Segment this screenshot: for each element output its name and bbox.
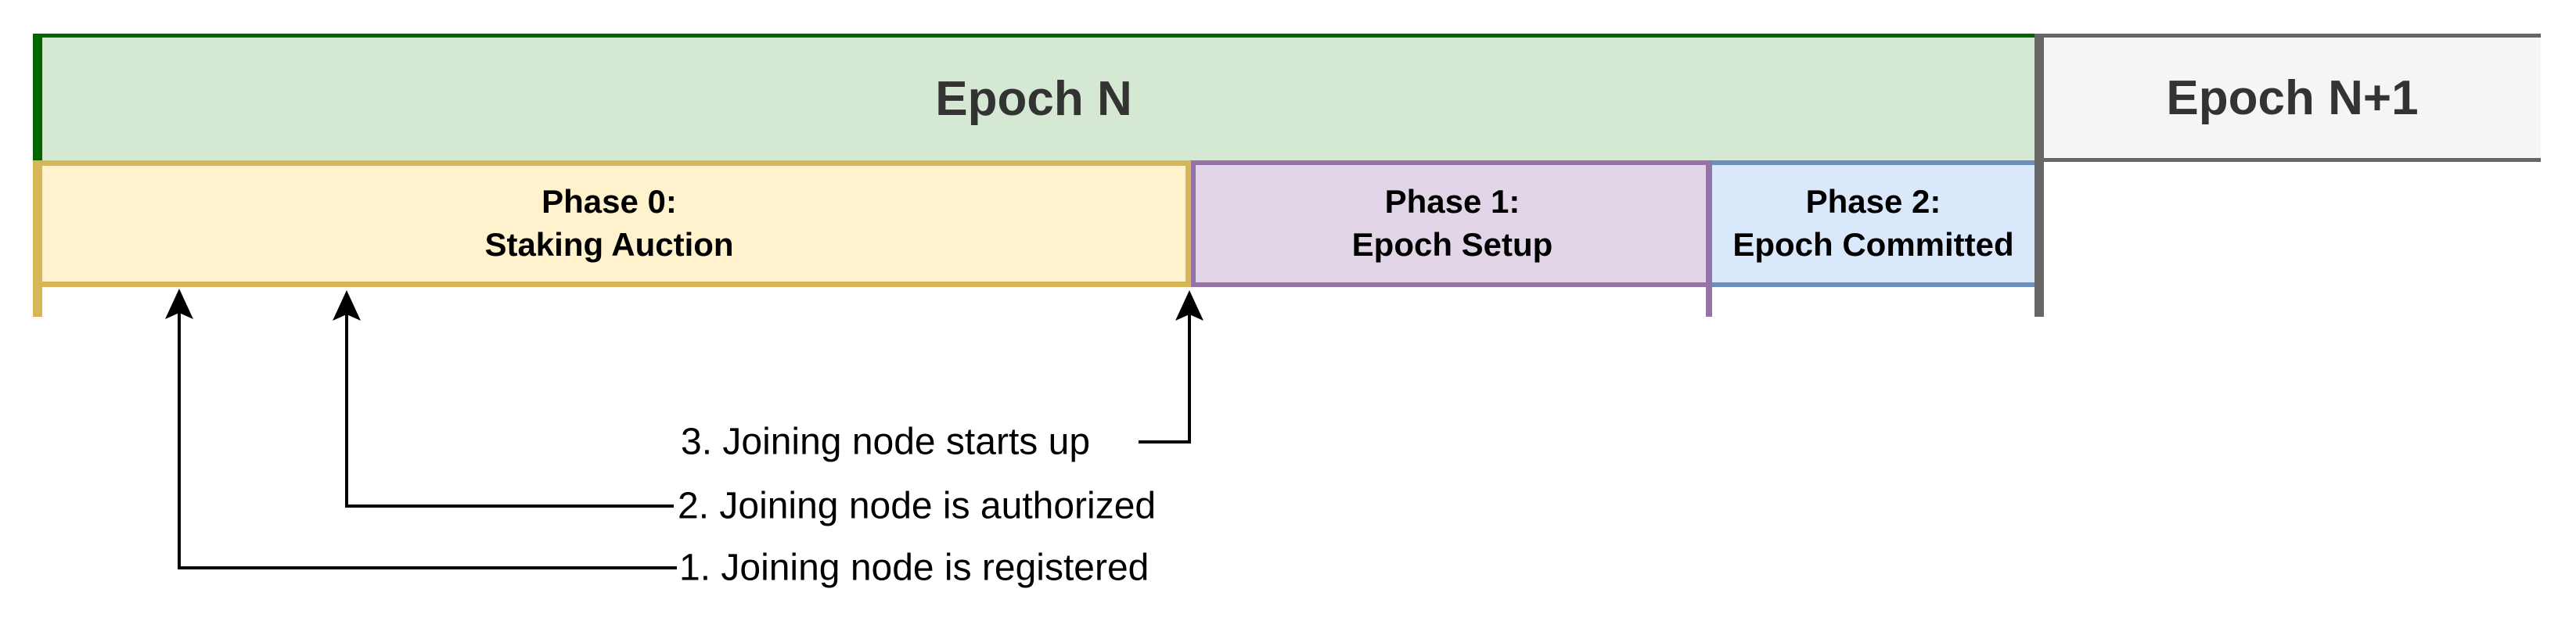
phase1-label-line2: Epoch Setup xyxy=(1351,226,1553,263)
arrow-event-2-authorized xyxy=(333,290,674,508)
epoch-n1-label: Epoch N+1 xyxy=(2166,70,2419,125)
phase2-label: Phase 2: Epoch Committed xyxy=(1732,181,2013,266)
phase0-label: Phase 0: Staking Auction xyxy=(484,181,733,266)
arrow-event-1-registered xyxy=(165,289,677,569)
phase1-end-tick xyxy=(1706,160,1712,317)
phase1-label-line1: Phase 1: xyxy=(1384,183,1520,221)
phase2-label-line2: Epoch Committed xyxy=(1732,226,2014,263)
phase0-staking-auction-box: Phase 0: Staking Auction xyxy=(33,160,1191,287)
phase0-start-tick xyxy=(33,160,42,317)
arrowhead-up-icon xyxy=(1175,290,1203,321)
phase1-epoch-setup-box: Phase 1: Epoch Setup xyxy=(1191,160,1709,287)
epoch-n-start-marker xyxy=(33,34,42,160)
event-label-2: 2. Joining node is authorized xyxy=(678,485,1157,527)
phase2-label-line1: Phase 2: xyxy=(1805,183,1941,221)
arrowhead-up-icon xyxy=(333,290,361,321)
phase2-epoch-committed-box: Phase 2: Epoch Committed xyxy=(1712,160,2035,287)
epoch-boundary-marker xyxy=(2035,34,2044,317)
arrowhead-up-icon xyxy=(165,289,193,319)
phase0-label-line1: Phase 0: xyxy=(541,183,677,221)
phase0-label-line2: Staking Auction xyxy=(484,226,734,263)
epoch-n-box: Epoch N xyxy=(33,34,2035,160)
epoch-n1-box: Epoch N+1 xyxy=(2044,34,2541,162)
phase1-label: Phase 1: Epoch Setup xyxy=(1352,181,1553,266)
event-label-1: 1. Joining node is registered xyxy=(679,547,1149,589)
arrow-event-3-starts-up xyxy=(1139,290,1203,443)
event-label-3: 3. Joining node starts up xyxy=(681,421,1091,463)
epoch-n-label: Epoch N xyxy=(935,72,1132,126)
